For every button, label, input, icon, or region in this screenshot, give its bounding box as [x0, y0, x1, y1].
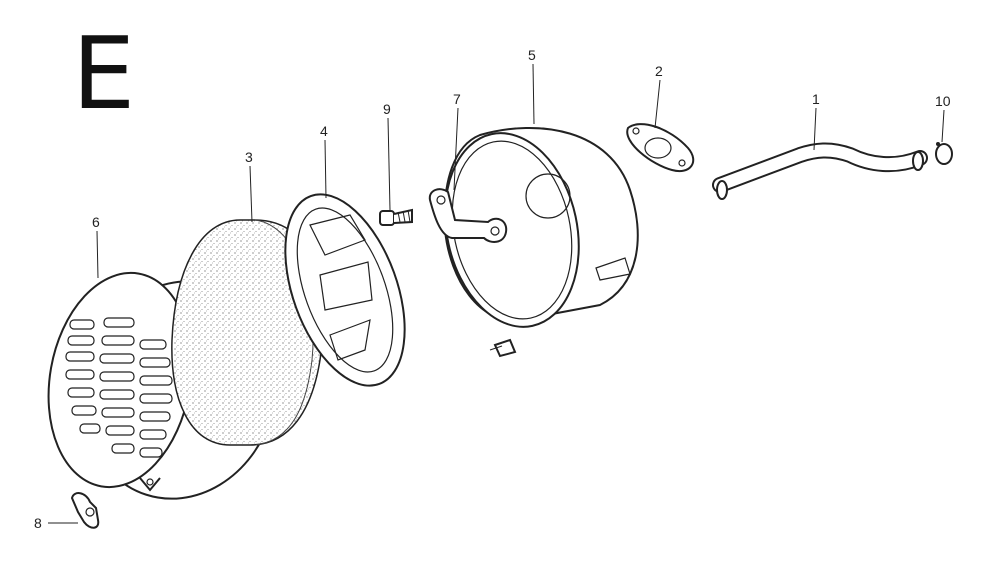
cover-slots	[65, 317, 173, 458]
label-part-8: 8	[34, 515, 42, 531]
label-part-6: 6	[92, 214, 100, 230]
part-8-wing-nut	[70, 492, 100, 529]
label-part-9: 9	[383, 101, 391, 117]
label-part-4: 4	[320, 123, 328, 139]
part-4-support-plate	[284, 193, 406, 387]
part-1-tube	[712, 142, 928, 200]
label-part-1: 1	[812, 91, 820, 107]
part-7-bracket	[428, 188, 508, 243]
part-10-clip	[935, 142, 953, 165]
label-part-2: 2	[655, 63, 663, 79]
part-9-bolt	[379, 208, 413, 226]
label-part-7: 7	[453, 91, 461, 107]
part-5-case	[443, 126, 639, 358]
label-part-10: 10	[935, 93, 951, 109]
label-part-3: 3	[245, 149, 253, 165]
leader-lines	[48, 63, 945, 524]
part-2-gasket	[626, 123, 695, 173]
label-part-5: 5	[528, 47, 536, 63]
section-letter: E	[72, 15, 136, 132]
